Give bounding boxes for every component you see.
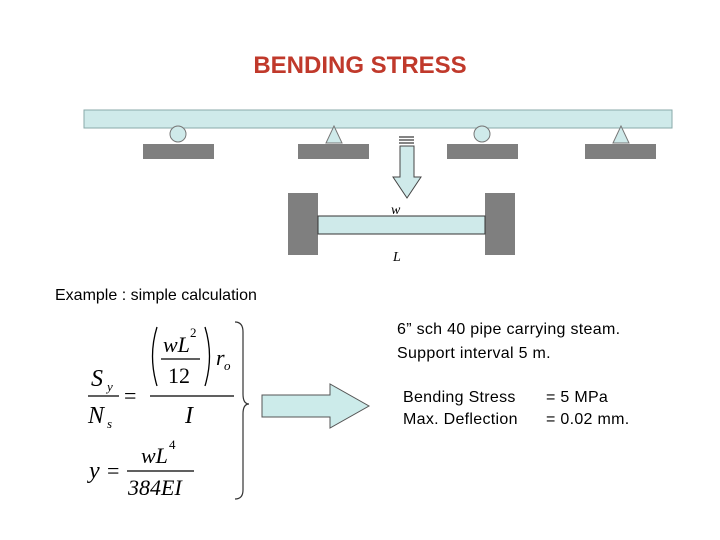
wl2-term: wL: [163, 332, 190, 357]
deflection-denominator: 384EI: [127, 475, 183, 500]
right-wall: [485, 193, 515, 255]
load-label: w: [391, 203, 401, 218]
equals-sign-1: =: [124, 383, 136, 408]
left-wall: [288, 193, 318, 255]
y-symbol: y: [87, 458, 100, 484]
curly-brace: [234, 321, 250, 500]
wl2-exponent: 2: [190, 325, 197, 340]
roller-support-3: [473, 125, 491, 143]
ns-subscript: s: [107, 416, 112, 431]
result-arrow: [261, 383, 371, 429]
page-title: BENDING STRESS: [253, 52, 467, 79]
top-pipe: [83, 109, 673, 129]
ro-subscript: o: [224, 358, 231, 373]
description-line-2: Support interval 5 m.: [397, 345, 551, 362]
ro-term: r: [216, 345, 225, 370]
result-value-bending: = 5 MPa: [546, 389, 609, 406]
wl4-term: wL: [141, 443, 168, 468]
beam: [317, 215, 486, 235]
support-base-2: [298, 144, 369, 159]
description-line-1: 6” sch 40 pipe carrying steam.: [397, 321, 621, 338]
result-label-deflection: Max. Deflection: [403, 411, 518, 428]
wl4-exponent: 4: [169, 437, 176, 452]
pin-support-2: [325, 124, 343, 144]
load-arrow: [392, 136, 422, 199]
roller-support-1: [169, 125, 187, 143]
svg-text:S: S: [91, 366, 103, 392]
formula-block: S y N s = wL 2 12 r o I y = wL 4 384EI: [87, 325, 234, 500]
paren-left: [151, 326, 158, 387]
support-base-4: [585, 144, 656, 159]
equals-sign-2: =: [107, 458, 119, 483]
sy-subscript: y: [105, 379, 113, 394]
result-label-bending: Bending Stress: [403, 389, 516, 406]
pin-support-4: [612, 124, 630, 144]
result-value-deflection: = 0.02 mm.: [546, 411, 630, 428]
support-base-1: [143, 144, 214, 159]
inertia-term: I: [184, 403, 194, 429]
sy-symbol: S: [91, 366, 103, 392]
twelve-term: 12: [168, 363, 190, 388]
example-heading: Example : simple calculation: [55, 287, 257, 304]
ns-symbol: N: [87, 403, 106, 429]
paren-right: [204, 326, 211, 387]
length-label: L: [392, 250, 401, 265]
support-base-3: [447, 144, 518, 159]
